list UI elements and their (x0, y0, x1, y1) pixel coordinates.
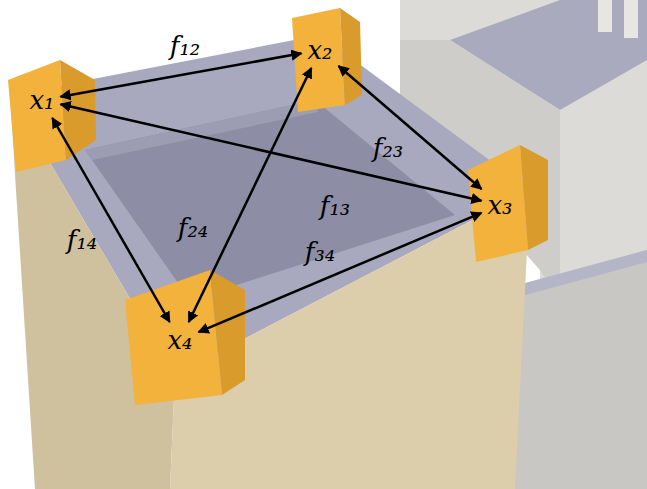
edge-label: f₂₃ (371, 133, 405, 163)
node-label: x₄ (167, 325, 192, 355)
merlon (8, 60, 66, 172)
inner-wall (85, 100, 318, 160)
double-arrow (199, 213, 482, 332)
edge-label: f₂₄ (176, 213, 210, 243)
node-label: x₂ (307, 35, 332, 65)
node-label: x₃ (487, 190, 512, 220)
edge-label: f₁₃ (318, 191, 352, 221)
merlon-side (340, 8, 362, 105)
merlon-side (520, 145, 548, 250)
double-arrow (189, 68, 312, 322)
merlon-node: x₂ (301, 32, 338, 68)
merlon (125, 270, 222, 405)
crenel (598, 0, 612, 32)
merlon (292, 8, 345, 112)
edge-label: f₁₄ (65, 225, 99, 255)
merlon (468, 145, 528, 262)
merlon-node: x₁ (23, 82, 60, 118)
crenel (624, 0, 638, 38)
merlon-node: x₃ (481, 187, 518, 223)
node-label: x₁ (29, 85, 54, 115)
edge-label: f₃₄ (303, 237, 337, 267)
double-arrow (339, 66, 482, 189)
double-arrow (52, 118, 169, 322)
edge-label: f₁₂ (168, 31, 202, 61)
merlon-side (210, 270, 245, 395)
merlon-node: x₄ (161, 322, 198, 358)
